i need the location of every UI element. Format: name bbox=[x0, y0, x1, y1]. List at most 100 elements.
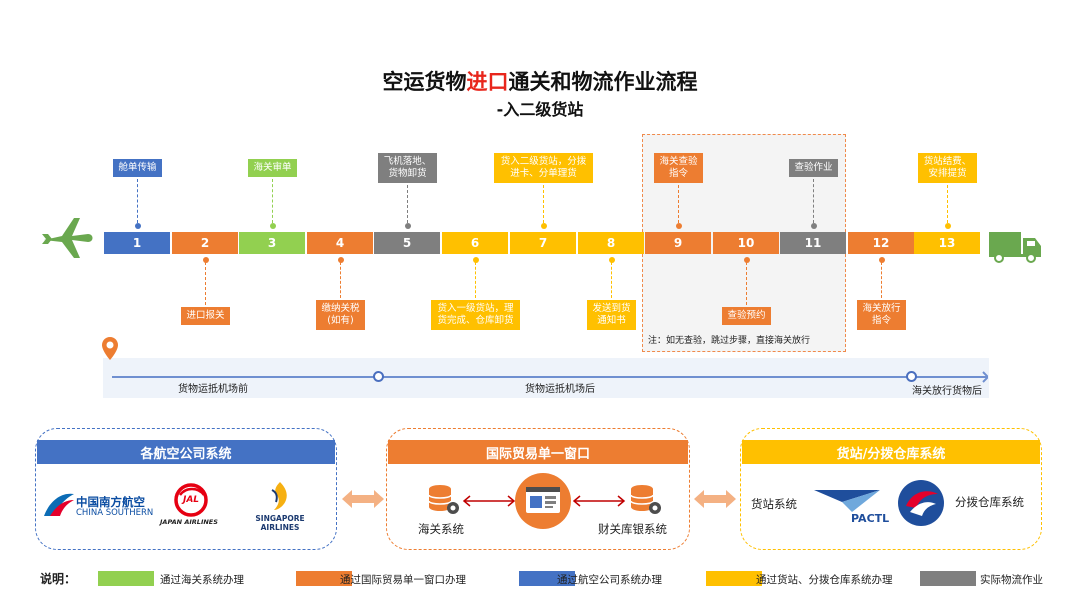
step-7-dot bbox=[540, 223, 547, 229]
page-title: 空运货物进口通关和物流作业流程 bbox=[382, 70, 698, 94]
warehouse-system-label: 分拨仓库系统 bbox=[955, 495, 1024, 509]
cargo-station-system-label: 货站系统 bbox=[751, 497, 797, 511]
single-window-panel bbox=[386, 428, 690, 550]
step-9-dot bbox=[675, 223, 682, 229]
customs-system-label: 海关系统 bbox=[418, 522, 464, 536]
airline-system-panel bbox=[35, 428, 337, 550]
timeline-label-after: 货物运抵机场后 bbox=[525, 384, 595, 395]
legend-label: 说明： bbox=[40, 572, 77, 586]
step-11-connector bbox=[812, 179, 814, 223]
step-6-dot bbox=[472, 257, 479, 263]
airplane-icon bbox=[42, 218, 93, 258]
legend-swatch-blue bbox=[519, 571, 575, 586]
legend-swatch-yellow bbox=[706, 571, 762, 586]
inspection-note: 注：如无查验，跳过步骤，直接海关放行 bbox=[648, 336, 811, 346]
step-3-dot bbox=[269, 223, 276, 229]
bidirectional-arrow-icon bbox=[462, 495, 516, 507]
step-2-connector bbox=[204, 262, 206, 305]
step-13-label: 货站结费、 安排提货 bbox=[918, 153, 977, 183]
step-3: 3 bbox=[239, 232, 305, 254]
timeline-band bbox=[103, 358, 989, 398]
timeline-marker bbox=[906, 371, 917, 382]
step-12: 12 bbox=[848, 232, 914, 254]
step-7: 7 bbox=[510, 232, 576, 254]
step-6: 6 bbox=[442, 232, 508, 254]
step-13-dot bbox=[944, 223, 951, 229]
jal-logo-text: JAL bbox=[182, 495, 200, 505]
step-5: 5 bbox=[374, 232, 440, 254]
legend-text-gray: 实际物流作业 bbox=[980, 574, 1043, 586]
step-6-connector bbox=[474, 262, 476, 298]
warehouse-logo-icon bbox=[898, 480, 944, 526]
step-1-label: 舱单传输 bbox=[112, 159, 163, 177]
step-2: 2 bbox=[172, 232, 238, 254]
step-11-label: 查验作业 bbox=[788, 159, 839, 177]
legend-text-yellow: 通过货站、分拨仓库系统办理 bbox=[756, 574, 893, 586]
bidirectional-arrow-icon bbox=[572, 495, 626, 507]
pactl-name: PACTL bbox=[851, 512, 890, 525]
step-8-dot bbox=[608, 257, 615, 263]
database-gear-icon bbox=[428, 485, 459, 514]
double-arrow-icon bbox=[342, 490, 384, 508]
china-southern-en: CHINA SOUTHERN bbox=[76, 508, 154, 518]
step-3-connector bbox=[271, 179, 273, 223]
step-10: 10 bbox=[713, 232, 779, 254]
title-highlight: 进口 bbox=[466, 70, 509, 94]
china-southern-cn: 中国南方航空 bbox=[76, 495, 145, 509]
step-12-dot bbox=[878, 257, 885, 263]
step-4-dot bbox=[337, 257, 344, 263]
step-2-dot bbox=[202, 257, 209, 263]
legend-swatch-orange bbox=[296, 571, 352, 586]
step-11: 11 bbox=[780, 232, 846, 254]
legend-swatch-green bbox=[98, 571, 154, 586]
timeline-marker bbox=[373, 371, 384, 382]
truck-icon bbox=[989, 232, 1041, 263]
airline-system-title: 各航空公司系统 bbox=[37, 440, 335, 464]
step-12-label: 海关放行 指令 bbox=[856, 300, 907, 330]
single-window-computer-icon bbox=[515, 473, 571, 529]
arrow-right-icon bbox=[976, 371, 988, 383]
step-7-label: 货入二级货站，分拨 进卡、分单理货 bbox=[494, 153, 593, 183]
single-window-title: 国际贸易单一窗口 bbox=[388, 440, 688, 464]
step-8-connector bbox=[610, 262, 612, 298]
step-1-connector bbox=[136, 179, 138, 223]
legend-text-green: 通过海关系统办理 bbox=[160, 574, 244, 586]
step-1: 1 bbox=[104, 232, 170, 254]
timeline-label-release: 海关放行货物后 bbox=[912, 386, 982, 397]
step-10-connector bbox=[745, 262, 747, 305]
step-5-dot bbox=[404, 223, 411, 229]
step-9-label: 海关查验 指令 bbox=[653, 153, 704, 183]
singapore-airlines-bird-icon bbox=[271, 482, 287, 510]
step-3-label: 海关审单 bbox=[247, 159, 298, 177]
step-5-connector bbox=[406, 185, 408, 223]
step-7-connector bbox=[542, 185, 544, 223]
legend-text-orange: 通过国际贸易单一窗口办理 bbox=[340, 574, 466, 586]
finance-system-label: 财关库银系统 bbox=[598, 522, 667, 536]
step-10-dot bbox=[743, 257, 750, 263]
step-2-label: 进口报关 bbox=[180, 307, 231, 325]
step-13: 13 bbox=[914, 232, 980, 254]
location-pin-icon bbox=[102, 337, 118, 360]
step-9: 9 bbox=[645, 232, 711, 254]
jal-crane-logo-icon bbox=[174, 483, 208, 517]
database-gear-icon bbox=[630, 485, 661, 514]
step-12-connector bbox=[880, 262, 882, 298]
jal-name: JAPAN AIRLINES bbox=[160, 518, 218, 526]
terminal-system-title: 货站/分拨仓库系统 bbox=[742, 440, 1040, 464]
timeline-label-before: 货物运抵机场前 bbox=[178, 384, 248, 395]
legend-text-blue: 通过航空公司系统办理 bbox=[557, 574, 662, 586]
step-4: 4 bbox=[307, 232, 373, 254]
step-13-connector bbox=[946, 185, 948, 223]
step-1-dot bbox=[134, 223, 141, 229]
legend-swatch-gray bbox=[920, 571, 976, 586]
step-10-label: 查验预约 bbox=[721, 307, 772, 325]
step-8: 8 bbox=[578, 232, 644, 254]
step-6-label: 货入一级货站，理 货完成、仓库卸货 bbox=[431, 300, 520, 330]
step-4-label: 缴纳关税 (如有) bbox=[315, 300, 366, 330]
step-8-label: 发送到货 通知书 bbox=[586, 300, 637, 330]
step-4-connector bbox=[339, 262, 341, 298]
china-southern-logo-icon bbox=[44, 493, 74, 516]
double-arrow-icon bbox=[694, 490, 736, 508]
step-5-label: 飞机落地、 货物卸货 bbox=[378, 153, 437, 183]
